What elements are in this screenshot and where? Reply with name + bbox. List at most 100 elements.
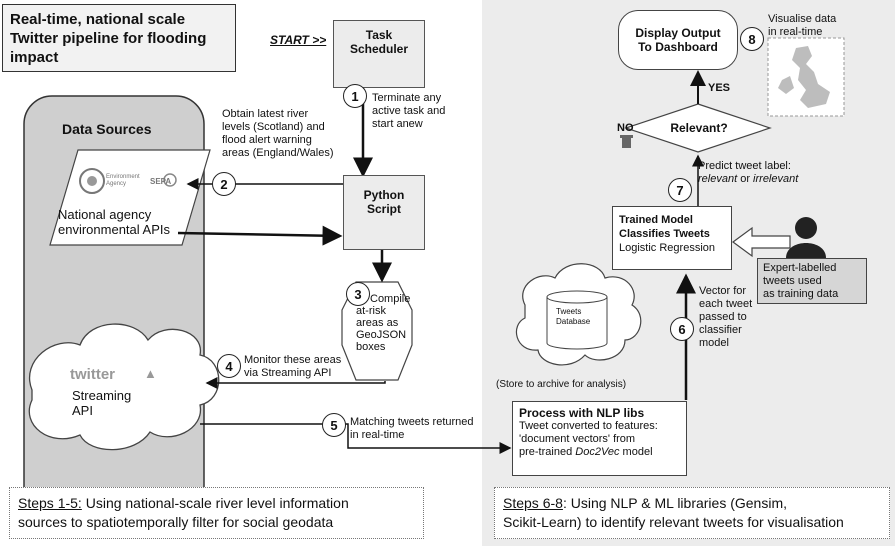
step-7-badge: 7 (668, 178, 692, 202)
nlp-line-3-c: model (619, 446, 653, 458)
nlp-line-1: Tweet converted to features: (519, 420, 658, 432)
step-5-badge: 5 (322, 413, 346, 437)
sepa-logo-icon (163, 173, 177, 187)
step-8-line-2: in real-time (768, 26, 823, 38)
python-script-line-2: Script (366, 202, 401, 216)
expert-line-2: tweets used (763, 275, 822, 287)
compile-line-5: boxes (356, 341, 386, 353)
tweets-database-text: Tweets Database (556, 307, 590, 327)
twitter-logo-text: twitter (70, 366, 115, 383)
display-output-line-1: Display Output (635, 26, 721, 40)
sepa-logo-text: SEPA (150, 177, 172, 186)
step-6-line-3: passed to (699, 311, 747, 323)
footer-left-line-2: sources to spatiotemporally filter for s… (18, 514, 334, 530)
data-sources-title: Data Sources (62, 121, 152, 137)
step-1-text: Terminate any active task and start anew (372, 92, 445, 131)
step-4-text: Monitor these areas via Streaming API (244, 354, 341, 380)
twitter-line-1: Streaming (72, 388, 132, 403)
twitter-line-2: API (72, 403, 93, 418)
footer-right-line-2: Scikit-Learn) to identify relevant tweet… (503, 514, 844, 530)
footer-right-underlined: Steps 6-8 (503, 495, 563, 511)
trained-model-line-3: Logistic Regression (619, 242, 715, 254)
step-6-line-1: Vector for (699, 285, 747, 297)
trash-icon (620, 135, 633, 148)
nlp-line-2: 'document vectors' from (519, 433, 636, 445)
expert-line-1: Expert-labelled (763, 262, 837, 274)
environment-agency-logo-icon (79, 168, 105, 194)
step-7-line-1: Predict tweet label: (698, 160, 791, 172)
step-4-line-1: Monitor these areas (244, 354, 342, 366)
database-cylinder (546, 290, 608, 350)
task-scheduler-line-2: Scheduler (349, 42, 409, 56)
expert-line-3: as training data (763, 288, 839, 300)
step-2-line-4: areas (England/Wales) (222, 147, 334, 159)
national-agency-text: National agency environmental APIs (58, 207, 170, 237)
step-7-irrelevant: irrelevant (753, 173, 799, 185)
step-5-line-1: Matching tweets returned (350, 416, 474, 428)
step-7-or: or (737, 173, 754, 185)
start-label: START >> (270, 33, 327, 47)
step-3-badge: 3 (346, 282, 370, 306)
expert-input-arrow (731, 226, 791, 258)
step-6-line-2: each tweet (699, 298, 753, 310)
step-4-badge: 4 (217, 354, 241, 378)
relevant-diamond (624, 103, 772, 153)
step-2-line-3: flood alert warning (222, 134, 312, 146)
footer-left-underlined: Steps 1-5: (18, 495, 82, 511)
trained-model-line-1: Trained Model (619, 214, 693, 226)
twitter-bird-icon: ▲ (144, 366, 157, 381)
footer-left-box: Steps 1-5: Using national-scale river le… (9, 487, 424, 539)
tweets-database-line-2: Database (556, 317, 591, 326)
footer-right-box: Steps 6-8: Using NLP & ML libraries (Gen… (494, 487, 890, 539)
nlp-line-3-a: pre-trained (519, 446, 576, 458)
trained-model-line-2: Classifies Tweets (619, 228, 710, 240)
expert-labelled-box: Expert-labelled tweets used as training … (757, 258, 867, 304)
step-6-line-5: model (699, 337, 729, 349)
compile-line-2: at-risk (356, 305, 386, 317)
twitter-cloud (28, 323, 220, 451)
step-2-text: Obtain latest river levels (Scotland) an… (222, 108, 333, 160)
task-scheduler-box: Task Scheduler (333, 20, 425, 88)
no-label: NO (617, 122, 634, 134)
twitter-text: Streaming API (72, 388, 131, 418)
compile-line-1: Compile (370, 293, 411, 305)
step-8-badge: 8 (740, 27, 764, 51)
step-1-line-1: Terminate any (372, 92, 442, 104)
footer-left-rest: Using national-scale river level informa… (81, 495, 349, 511)
python-script-box: Python Script (343, 175, 425, 250)
national-agency-line-2: environmental APIs (58, 222, 171, 237)
nlp-title: Process with NLP libs (519, 406, 645, 420)
task-scheduler-line-1: Task (365, 28, 393, 42)
yes-label: YES (708, 82, 731, 94)
step-2-badge: 2 (212, 172, 236, 196)
nlp-line-3-doc2vec: Doc2Vec (575, 446, 620, 458)
step-6-text: Vector for each tweet passed to classifi… (699, 285, 752, 350)
uk-map-icon (778, 46, 830, 108)
compile-text: Compile at-risk areas as GeoJSON boxes (356, 293, 410, 353)
compile-line-4: GeoJSON (356, 329, 407, 341)
nlp-line-3: pre-trained Doc2Vec model (519, 446, 680, 459)
step-7-relevant: relevant (698, 173, 738, 185)
step-1-badge: 1 (343, 84, 367, 108)
title-box: Real-time, national scale Twitter pipeli… (2, 4, 236, 72)
step-1-line-3: start anew (372, 118, 423, 130)
tweets-database-line-1: Tweets (556, 307, 582, 316)
step-6-badge: 6 (670, 317, 694, 341)
environment-agency-logo-text: Environment Agency (106, 174, 140, 187)
title-line-2: Twitter pipeline for flooding (10, 30, 207, 47)
step-6-line-4: classifier (699, 324, 742, 336)
relevant-label: Relevant? (670, 121, 728, 135)
compile-line-3: areas as (356, 317, 399, 329)
python-script-line-1: Python (363, 188, 405, 202)
step-2-line-2: levels (Scotland) and (222, 121, 325, 133)
display-output-line-2: To Dashboard (638, 40, 718, 54)
national-agency-line-1: National agency (58, 207, 152, 222)
step-5-line-2: in real-time (350, 429, 405, 441)
step-7-text: Predict tweet label: relevant or irrelev… (698, 160, 798, 186)
step-2-line-1: Obtain latest river (222, 108, 309, 120)
step-1-line-2: active task and (372, 105, 446, 117)
person-icon (786, 217, 826, 258)
step-5-text: Matching tweets returned in real-time (350, 416, 474, 442)
footer-left-line-1: Steps 1-5: Using national-scale river le… (18, 494, 415, 513)
step-8-text: Visualise data in real-time (768, 13, 836, 39)
